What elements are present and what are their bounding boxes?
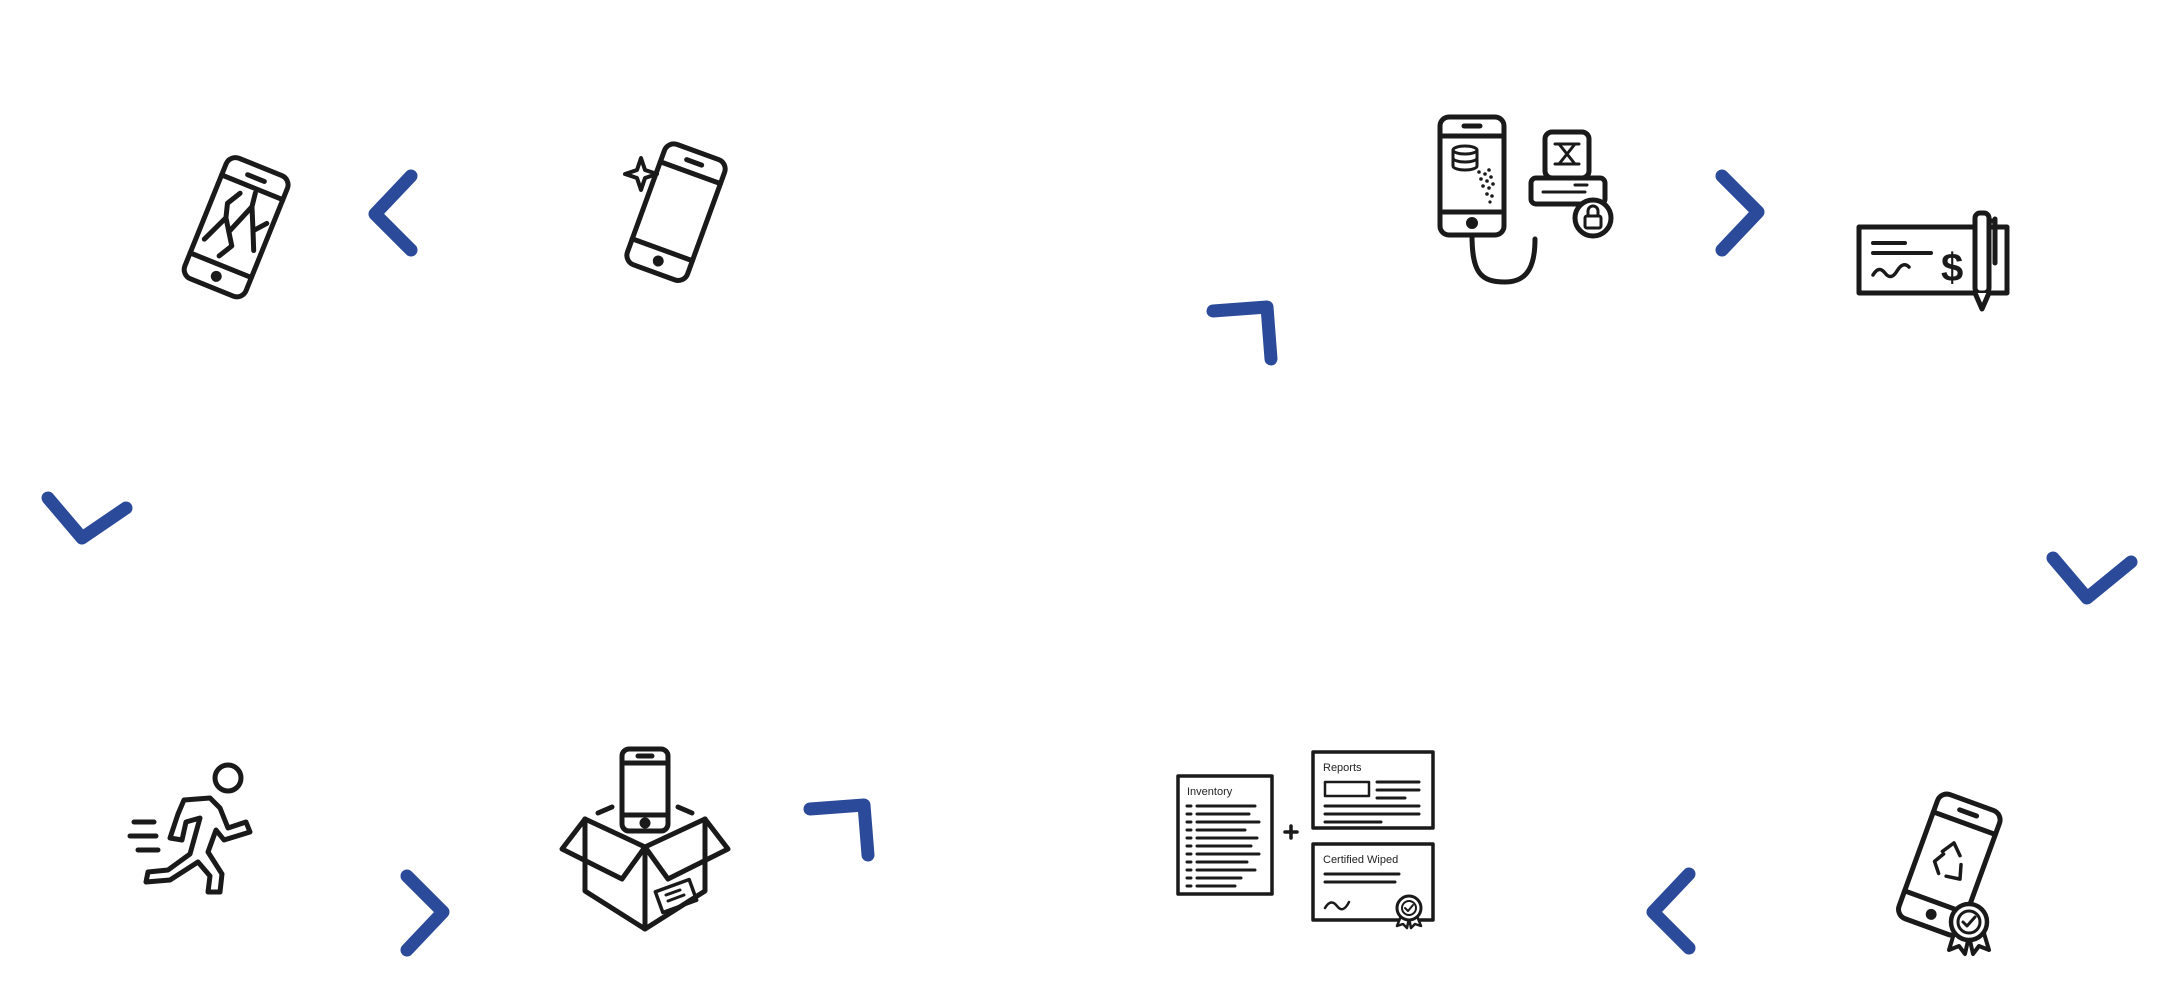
working-phone-icon [605,140,735,290]
shipping-box-phone-icon [558,745,733,940]
certified-recycled-phone-icon [1885,790,2025,956]
broken-phone-icon [170,150,300,310]
certified-wiped-label: Certified Wiped [1323,854,1398,866]
chevron-right-icon [1710,168,1770,258]
reports-label: Reports [1323,762,1362,774]
inventory-reports-certificate-icon: Inventory Reports [1175,748,1440,930]
chevron-left-icon [1643,867,1703,958]
payment-check-icon: $ [1855,205,2010,315]
chevron-corner-icon [802,795,882,870]
chevron-right-icon [395,868,455,958]
chevron-left-icon [365,169,425,260]
phone-data-wipe-icon [1435,112,1625,287]
chevron-down-icon [2045,548,2140,608]
inventory-label: Inventory [1187,786,1233,798]
chevron-down-icon [40,490,135,550]
fast-running-person-icon [127,758,268,898]
chevron-corner-icon [1205,295,1285,370]
svg-text:$: $ [1941,246,1963,290]
